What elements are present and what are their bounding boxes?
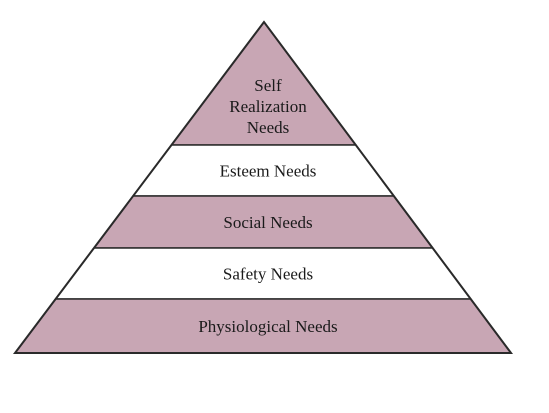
tier-label-line: Physiological Needs [198, 317, 337, 336]
tier-label-line: Needs [247, 118, 289, 137]
pyramid-outline [12, 20, 513, 354]
tier-label-safety-needs: Safety Needs [223, 265, 313, 284]
pyramid-tiers [13, 20, 513, 354]
tier-label-line: Social Needs [223, 213, 312, 232]
tier-label-physiological-needs: Physiological Needs [198, 317, 337, 336]
tier-label-line: Realization [229, 97, 307, 116]
tier-label-line: Safety Needs [223, 265, 313, 284]
tier-label-esteem-needs: Esteem Needs [220, 162, 317, 181]
tier-label-line: Esteem Needs [220, 162, 317, 181]
tier-label-line: Self [254, 76, 282, 95]
tier-label-social-needs: Social Needs [223, 213, 312, 232]
